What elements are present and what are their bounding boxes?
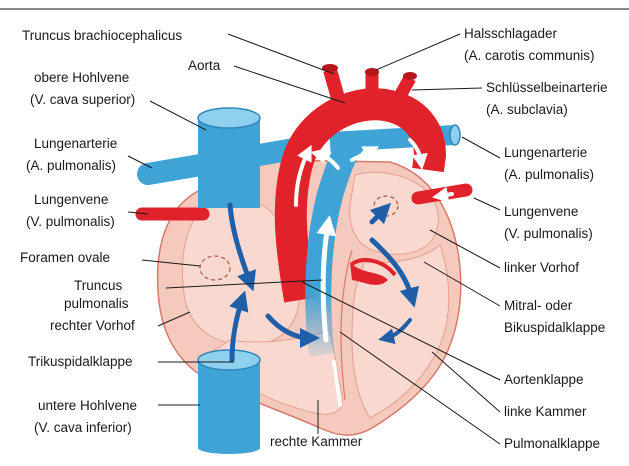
label-obere-hohlvene-2: (V. cava superior)	[30, 92, 135, 107]
label-mitral-2: Bikuspidalklappe	[504, 320, 605, 335]
label-lungenvene-right-2: (V. pulmonalis)	[504, 226, 593, 241]
label-untere-hohlvene-1: untere Hohlvene	[38, 398, 137, 413]
label-obere-hohlvene-1: obere Hohlvene	[34, 70, 129, 85]
label-lungenarterie-right-2: (A. pulmonalis)	[504, 167, 594, 182]
label-linker-vorhof: linker Vorhof	[504, 260, 579, 275]
label-lungenarterie-left-1: Lungenarterie	[34, 136, 117, 151]
label-truncus-pulmonalis-1: Truncus	[74, 278, 123, 293]
label-foramen-ovale: Foramen ovale	[20, 250, 110, 265]
leader-halsschlagader	[376, 34, 460, 70]
label-untere-hohlvene-2: (V. cava inferior)	[34, 420, 132, 435]
label-lungenvene-right-1: Lungenvene	[504, 204, 578, 219]
label-schluesselbein-2: (A. subclavia)	[486, 102, 568, 117]
labels-right: Halsschlagader (A. carotis communis) Sch…	[464, 26, 608, 451]
inferior-vena-cava	[198, 350, 260, 454]
arrow-pv-right	[440, 194, 452, 196]
label-pulmonalklappe: Pulmonalklappe	[504, 436, 600, 451]
label-aorta: Aorta	[188, 58, 221, 73]
leader-obere-hohlvene	[150, 101, 206, 130]
label-trikuspidalklappe: Trikuspidalklappe	[28, 354, 133, 369]
label-schluesselbein-1: Schlüsselbeinarterie	[486, 80, 608, 95]
label-rechter-vorhof: rechter Vorhof	[50, 318, 135, 333]
label-aortenklappe: Aortenklappe	[504, 372, 584, 387]
label-mitral-1: Mitral- oder	[504, 298, 573, 313]
label-halsschlagader-2: (A. carotis communis)	[464, 48, 595, 63]
label-truncus-brachiocephalicus: Truncus brachiocephalicus	[22, 28, 182, 43]
leader-lungenarterie-left	[128, 156, 152, 168]
leader-schluesselbein	[412, 88, 482, 90]
label-truncus-pulmonalis-2: pulmonalis	[64, 296, 129, 311]
label-linke-kammer: linke Kammer	[504, 404, 587, 419]
label-lungenvene-left-1: Lungenvene	[34, 192, 108, 207]
leader-lungenarterie-right	[462, 137, 500, 158]
label-lungenarterie-right-1: Lungenarterie	[504, 145, 587, 160]
label-halsschlagader-1: Halsschlagader	[464, 26, 558, 41]
leader-lungenvene-right	[474, 198, 500, 210]
label-lungenarterie-left-2: (A. pulmonalis)	[26, 158, 116, 173]
label-rechte-kammer: rechte Kammer	[270, 434, 363, 449]
leader-truncus-brachio	[228, 34, 334, 74]
label-lungenvene-left-2: (V. pulmonalis)	[26, 214, 115, 229]
